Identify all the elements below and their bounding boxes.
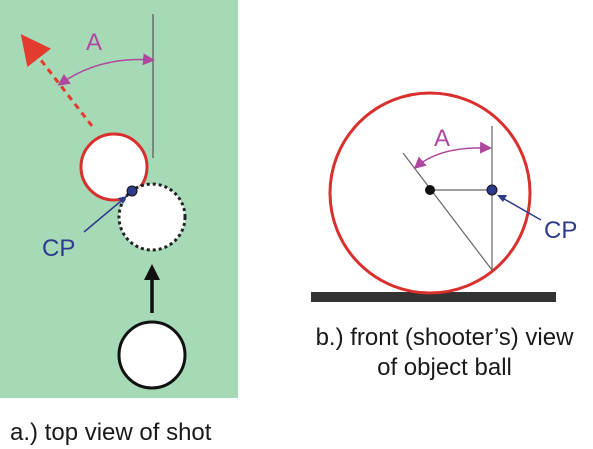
table-bed <box>311 292 556 302</box>
angle-label: A <box>86 29 102 56</box>
diagonal-line <box>402 152 493 271</box>
cp-pointer-arrow <box>83 195 128 233</box>
angle-label-front: A <box>434 125 450 152</box>
panel-b-caption: b.) front (shooter’s) view of object bal… <box>296 323 593 383</box>
panel-b-caption-line1: b.) front (shooter’s) view <box>315 324 574 351</box>
ghost-cue-ball <box>117 182 187 252</box>
contact-point-front <box>486 184 498 196</box>
angle-arc-front <box>413 141 492 169</box>
angle-arc <box>57 53 155 86</box>
cp-pointer-arrowhead-front <box>497 195 507 202</box>
cp-pointer-arrow-front <box>498 195 542 221</box>
cue-ball <box>117 320 187 390</box>
object-ball <box>79 132 149 202</box>
cue-direction-arrowhead <box>144 264 160 280</box>
panel-b-caption-line2: of object ball <box>377 354 512 381</box>
cp-label: CP <box>42 235 75 262</box>
panel-a-caption: a.) top view of shot <box>10 419 212 446</box>
cp-pointer-arrowhead <box>118 196 127 204</box>
object-ball-direction-arrow <box>20 34 94 127</box>
ball-center <box>425 185 435 195</box>
cp-label-front: CP <box>544 217 577 244</box>
contact-point <box>126 185 138 197</box>
